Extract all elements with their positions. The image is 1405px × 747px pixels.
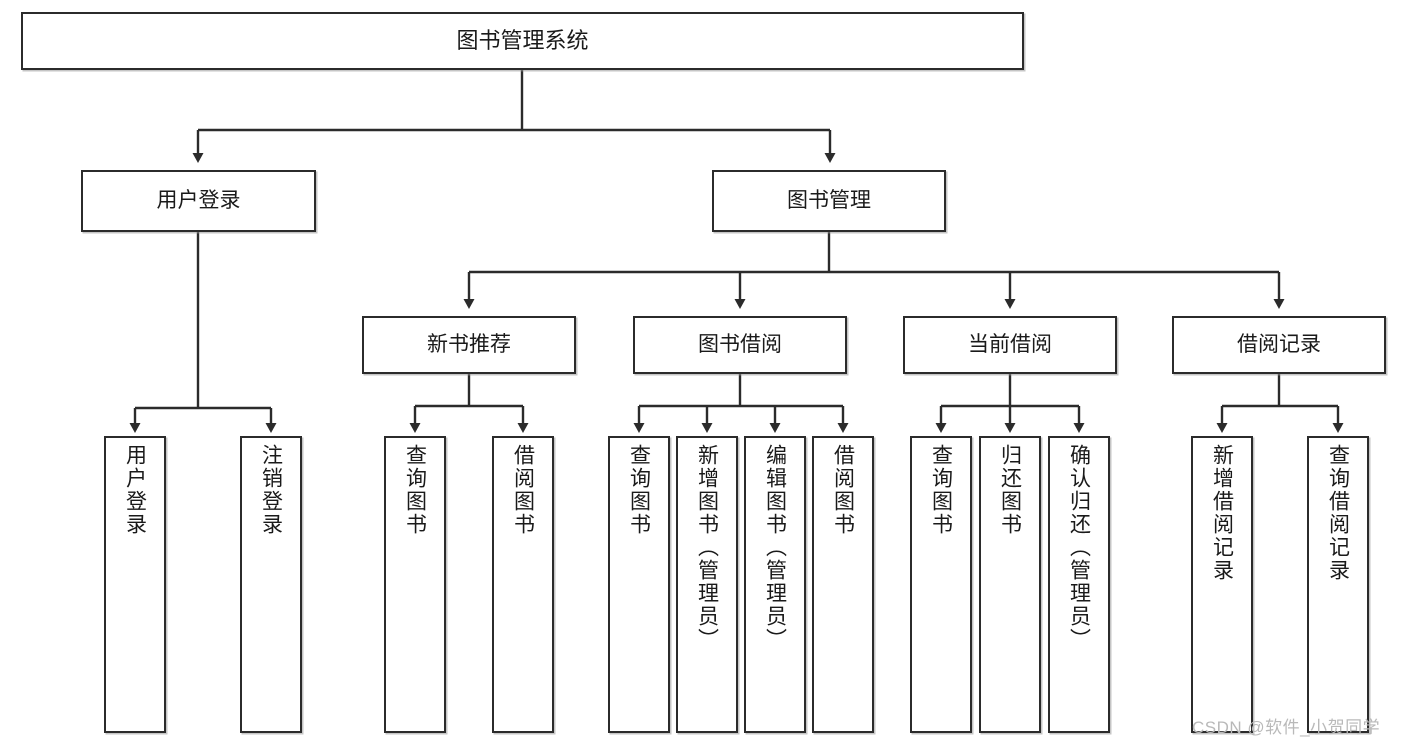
node-label: 图书借阅 [698, 332, 782, 356]
node-label: 查询图书 [403, 444, 427, 536]
leaf-records-query-record[interactable]: 查询借阅记录 [1307, 436, 1369, 733]
node-book-management[interactable]: 图书管理 [712, 170, 946, 232]
leaf-current-return-book[interactable]: 归还图书 [979, 436, 1041, 733]
node-label: 用户登录 [123, 444, 147, 536]
leaf-borrow-borrow-book[interactable]: 借阅图书 [812, 436, 874, 733]
node-label: 编辑图书（管理员） [763, 444, 787, 651]
node-root-system[interactable]: 图书管理系统 [21, 12, 1024, 70]
leaf-borrow-edit-book-admin[interactable]: 编辑图书（管理员） [744, 436, 806, 733]
node-label: 新书推荐 [427, 332, 511, 356]
node-label: 用户登录 [156, 188, 241, 212]
node-label: 借阅图书 [831, 444, 855, 536]
node-label: 归还图书 [998, 444, 1022, 536]
node-label: 查询图书 [929, 444, 953, 536]
node-label: 借阅记录 [1237, 332, 1321, 356]
node-label: 新增图书（管理员） [695, 444, 719, 651]
leaf-current-confirm-return-admin[interactable]: 确认归还（管理员） [1048, 436, 1110, 733]
node-label: 图书管理 [787, 188, 871, 212]
node-new-book-recommend[interactable]: 新书推荐 [362, 316, 576, 374]
node-label: 查询图书 [627, 444, 651, 536]
node-label: 查询借阅记录 [1326, 444, 1350, 582]
leaf-records-add-record[interactable]: 新增借阅记录 [1191, 436, 1253, 733]
leaf-current-query-book[interactable]: 查询图书 [910, 436, 972, 733]
node-label: 借阅图书 [511, 444, 535, 536]
node-label: 图书管理系统 [456, 28, 589, 54]
node-label: 当前借阅 [968, 332, 1052, 356]
leaf-user-login-login[interactable]: 用户登录 [104, 436, 166, 733]
leaf-recommend-borrow-book[interactable]: 借阅图书 [492, 436, 554, 733]
leaf-recommend-query-book[interactable]: 查询图书 [384, 436, 446, 733]
leaf-borrow-query-book[interactable]: 查询图书 [608, 436, 670, 733]
leaf-borrow-add-book-admin[interactable]: 新增图书（管理员） [676, 436, 738, 733]
node-book-borrow[interactable]: 图书借阅 [633, 316, 847, 374]
node-label: 注销登录 [259, 444, 283, 536]
leaf-user-login-logout[interactable]: 注销登录 [240, 436, 302, 733]
node-label: 确认归还（管理员） [1067, 444, 1091, 651]
node-borrow-records[interactable]: 借阅记录 [1172, 316, 1386, 374]
node-current-borrow[interactable]: 当前借阅 [903, 316, 1117, 374]
csdn-watermark: CSDN @软件_小贺同学 [1192, 718, 1381, 737]
node-label: 新增借阅记录 [1210, 444, 1234, 582]
node-user-login[interactable]: 用户登录 [81, 170, 316, 232]
